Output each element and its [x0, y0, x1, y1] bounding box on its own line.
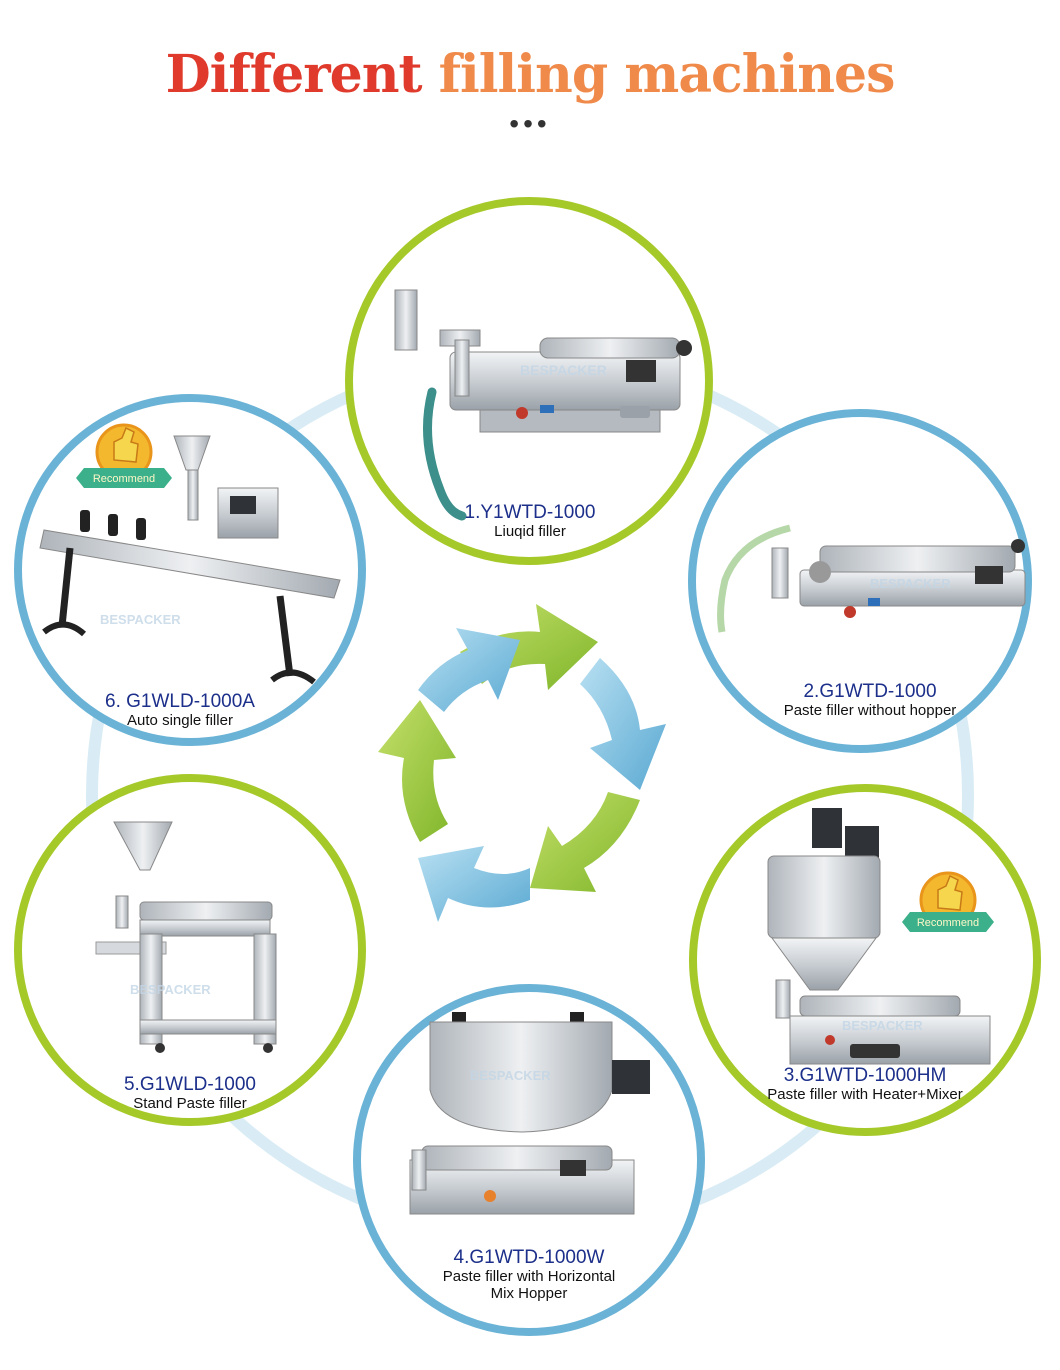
machine-label-6: 6. G1WLD-1000A Auto single filler [50, 691, 310, 730]
model-name: 4.G1WTD-1000W [453, 1247, 605, 1268]
watermark: BESPACKER [130, 982, 211, 997]
model-description: Auto single filler [127, 712, 233, 729]
machine-label-3: 3.G1WTD-1000HM Paste filler with Heater+… [735, 1065, 995, 1104]
machine-card-3: BESPACKER Recommend [689, 784, 1041, 1136]
model-description-line2: Mix Hopper [490, 1285, 568, 1302]
model-description: Paste filler with Horizontal [442, 1268, 616, 1285]
machine-image-horizontal-mix-filler: BESPACKER [409, 1012, 650, 1215]
divider-dots: ••• [509, 108, 551, 139]
arrow-green-left [378, 700, 456, 842]
machine-card-4: BESPACKER [353, 984, 705, 1336]
arrow-blue-bottom [418, 846, 530, 922]
model-name: 6. G1WLD-1000A [105, 691, 255, 712]
arrow-blue-right [580, 658, 666, 790]
model-description: Liuqid filler [494, 523, 566, 540]
thumbs-up-icon [937, 874, 963, 911]
machine-image-auto-single-filler: BESPACKER [39, 435, 341, 685]
model-name: 2.G1WTD-1000 [803, 681, 937, 702]
cycle-arrows [378, 604, 666, 922]
machine-label-2: 2.G1WTD-1000 Paste filler without hopper [740, 681, 1000, 720]
model-description: Paste filler without hopper [783, 702, 957, 719]
model-name: 1.Y1WTD-1000 [464, 502, 596, 523]
model-description: Paste filler with Heater+Mixer [767, 1086, 963, 1103]
recommend-badge: Recommend [76, 423, 172, 488]
machine-label-4: 4.G1WTD-1000W Paste filler with Horizont… [399, 1247, 659, 1303]
machine-card-6: BESPACKER Recommend [14, 394, 366, 746]
model-name: 5.G1WLD-1000 [123, 1074, 256, 1095]
badge-label: Recommend [917, 917, 979, 929]
machine-card-2: BESPACKER [688, 409, 1032, 753]
machine-label-1: 1.Y1WTD-1000 Liuqid filler [400, 502, 660, 541]
recommend-badge: Recommend [902, 871, 994, 932]
arrow-green-right [530, 792, 640, 892]
page-title: Different filling machines [0, 44, 1060, 105]
machine-image-paste-filler: BESPACKER [717, 524, 1026, 633]
machine-card-1: BESPACKER [345, 197, 713, 565]
badge-label: Recommend [93, 473, 155, 485]
machine-label-5: 5.G1WLD-1000 Stand Paste filler [60, 1074, 320, 1113]
watermark: BESPACKER [470, 1068, 551, 1083]
machine-image-heater-mixer-filler: BESPACKER [767, 808, 991, 1065]
arrow-blue-left [418, 628, 520, 712]
watermark: BESPACKER [870, 576, 951, 591]
machine-image-stand-paste-filler: BESPACKER [95, 821, 277, 1053]
model-description: Stand Paste filler [133, 1095, 247, 1112]
title-part-orange: filling machines [438, 44, 896, 105]
watermark: BESPACKER [842, 1018, 923, 1033]
model-name: 3.G1WTD-1000HM [783, 1065, 947, 1086]
title-part-red: Different [165, 44, 423, 105]
machine-image-liquid-filler: BESPACKER [394, 289, 692, 521]
watermark: BESPACKER [100, 612, 181, 627]
watermark: BESPACKER [520, 362, 607, 378]
machine-card-5: BESPACKER [14, 774, 366, 1126]
thumbs-up-icon [113, 426, 139, 463]
